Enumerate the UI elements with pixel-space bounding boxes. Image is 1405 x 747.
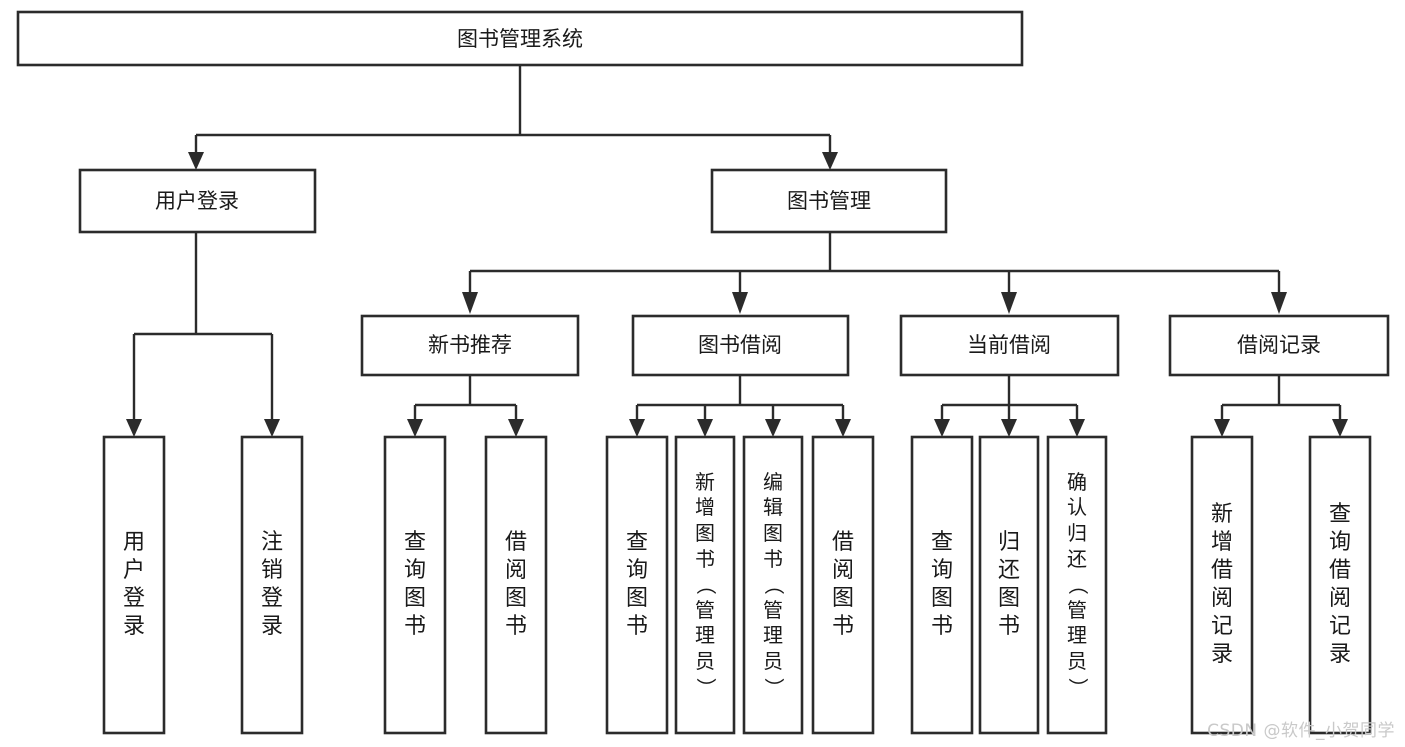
node-root[interactable]: 图书管理系统 (16, 10, 1024, 67)
connector-group-root (188, 65, 838, 170)
arrow-head-icon (1332, 419, 1348, 437)
arrow-head-icon (1001, 419, 1017, 437)
node-current-borrow[interactable]: 当前借阅 (899, 314, 1120, 377)
node-leaf-borrow-book-2-box[interactable] (811, 435, 875, 735)
node-current-borrow-label: 当前借阅 (967, 333, 1051, 357)
node-leaf-query-record-box[interactable] (1308, 435, 1372, 735)
arrow-head-icon (126, 419, 142, 437)
arrow-head-icon (934, 419, 950, 437)
arrow-head-icon (1001, 292, 1017, 314)
connector-group-current-borrow (934, 375, 1085, 437)
node-leaf-query-book-1-box[interactable] (383, 435, 447, 735)
node-leaf-query-book-1[interactable] (383, 435, 447, 735)
node-leaf-return-book-box[interactable] (978, 435, 1040, 735)
node-book-borrow-box[interactable] (631, 314, 850, 377)
node-leaf-borrow-book-1[interactable] (484, 435, 548, 735)
arrow-head-icon (822, 152, 838, 170)
arrow-head-icon (835, 419, 851, 437)
node-current-borrow-box[interactable] (899, 314, 1120, 377)
node-leaf-return-book[interactable] (978, 435, 1040, 735)
node-user-login-box[interactable] (78, 168, 317, 234)
connector-group-new-book-recommend (407, 375, 524, 437)
node-leaf-query-book-2[interactable] (605, 435, 669, 735)
node-leaf-edit-book-box[interactable] (742, 435, 804, 735)
node-user-login-label: 用户登录 (155, 189, 239, 213)
node-leaf-edit-book[interactable] (742, 435, 804, 735)
node-borrow-record-label: 借阅记录 (1237, 333, 1321, 357)
arrow-head-icon (765, 419, 781, 437)
node-leaf-borrow-book-1-box[interactable] (484, 435, 548, 735)
arrow-head-icon (264, 419, 280, 437)
node-leaf-query-book-3-box[interactable] (910, 435, 974, 735)
connector-group-borrow-record (1214, 375, 1348, 437)
connector-group-book-borrow (629, 375, 851, 437)
node-leaf-add-book[interactable] (674, 435, 736, 735)
node-new-book-recommend[interactable]: 新书推荐 (360, 314, 580, 377)
node-root-label: 图书管理系统 (457, 27, 583, 51)
arrow-head-icon (1214, 419, 1230, 437)
node-book-borrow-label: 图书借阅 (698, 333, 782, 357)
node-leaf-add-record[interactable] (1190, 435, 1254, 735)
node-new-book-recommend-label: 新书推荐 (428, 333, 512, 357)
arrow-head-icon (462, 292, 478, 314)
node-leaf-confirm-return[interactable] (1046, 435, 1108, 735)
node-new-book-recommend-box[interactable] (360, 314, 580, 377)
node-leaf-confirm-return-box[interactable] (1046, 435, 1108, 735)
arrow-head-icon (188, 152, 204, 170)
node-book-manage[interactable]: 图书管理 (710, 168, 948, 234)
node-leaf-user-login-box[interactable] (102, 435, 166, 735)
arrow-head-icon (697, 419, 713, 437)
node-leaf-user-logout[interactable] (240, 435, 304, 735)
arrow-head-icon (407, 419, 423, 437)
node-leaf-user-logout-box[interactable] (240, 435, 304, 735)
node-borrow-record[interactable]: 借阅记录 (1168, 314, 1390, 377)
arrow-head-icon (1069, 419, 1085, 437)
arrow-head-icon (629, 419, 645, 437)
node-book-borrow[interactable]: 图书借阅 (631, 314, 850, 377)
node-user-login[interactable]: 用户登录 (78, 168, 317, 234)
node-leaf-query-book-3[interactable] (910, 435, 974, 735)
node-leaf-add-record-box[interactable] (1190, 435, 1254, 735)
node-leaf-user-login[interactable] (102, 435, 166, 735)
node-borrow-record-box[interactable] (1168, 314, 1390, 377)
node-leaf-query-book-2-box[interactable] (605, 435, 669, 735)
arrow-head-icon (732, 292, 748, 314)
arrow-head-icon (508, 419, 524, 437)
node-root-box[interactable] (16, 10, 1024, 67)
connector-group-book-manage (462, 232, 1287, 314)
arrow-head-icon (1271, 292, 1287, 314)
node-book-manage-label: 图书管理 (787, 189, 871, 213)
connector-group-user-login (126, 232, 280, 437)
node-leaf-query-record[interactable] (1308, 435, 1372, 735)
node-leaf-borrow-book-2[interactable] (811, 435, 875, 735)
node-leaf-add-book-box[interactable] (674, 435, 736, 735)
node-book-manage-box[interactable] (710, 168, 948, 234)
